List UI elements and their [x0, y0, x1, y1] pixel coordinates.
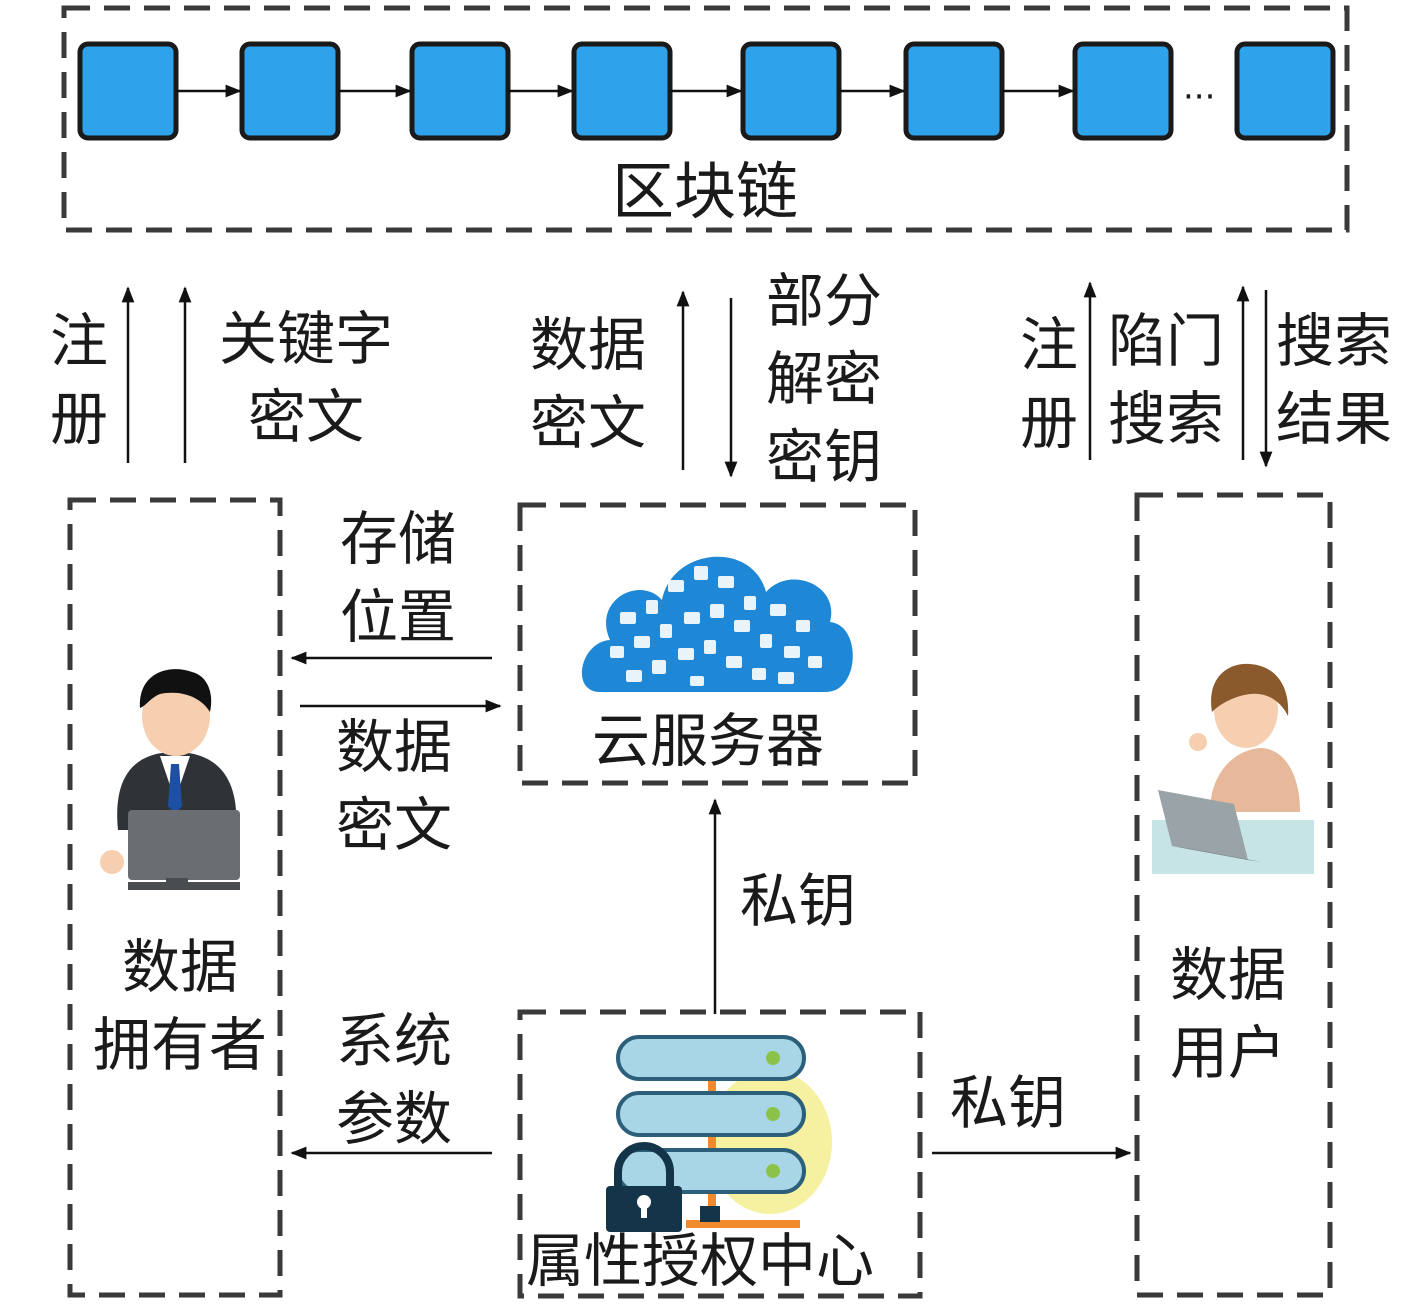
businessman-at-computer-icon	[100, 669, 240, 890]
authority-frame	[517, 1009, 923, 1299]
block	[903, 41, 1005, 141]
block	[571, 41, 673, 141]
block	[1234, 41, 1336, 141]
block	[409, 41, 511, 141]
data-user-label: 数据用户	[1170, 941, 1287, 1087]
label-cloud-cipher-up: 数据密文	[530, 311, 647, 457]
blockchain-blocks	[77, 41, 1336, 141]
block	[1072, 41, 1174, 141]
block	[740, 41, 842, 141]
blockchain-ellipsis: ···	[1183, 77, 1216, 117]
cloud-network-icon	[581, 556, 853, 692]
woman-with-laptop-icon	[1152, 663, 1314, 874]
label-trapdoor-search: 陷门搜索	[1108, 307, 1225, 453]
blockchain-frame	[61, 5, 1350, 233]
server-lock-icon	[606, 1035, 832, 1232]
label-owner-register: 注册	[50, 307, 109, 453]
block	[239, 41, 341, 141]
label-keyword-cipher: 关键字密文	[218, 305, 393, 451]
label-private-key-to-user: 私钥	[950, 1069, 1067, 1137]
label-private-key-to-cloud: 私钥	[740, 867, 857, 935]
blockchain-label: 区块链	[612, 155, 799, 228]
cloud-server-frame	[517, 502, 918, 786]
data-owner-frame	[67, 497, 283, 1298]
cloud-server-label: 云服务器	[592, 707, 825, 775]
label-user-register: 注册	[1020, 311, 1079, 457]
block	[77, 41, 179, 141]
label-storage-location: 存储位置	[340, 505, 457, 651]
label-search-result: 搜索结果	[1276, 307, 1393, 453]
label-partial-decrypt-key: 部分解密密钥	[766, 267, 883, 491]
authority-label: 属性授权中心	[526, 1227, 875, 1295]
data-owner-label: 数据拥有者	[92, 933, 267, 1079]
label-owner-to-cloud-cipher: 数据密文	[336, 713, 453, 859]
label-system-params: 系统参数	[336, 1007, 453, 1153]
data-user-frame	[1134, 492, 1333, 1298]
